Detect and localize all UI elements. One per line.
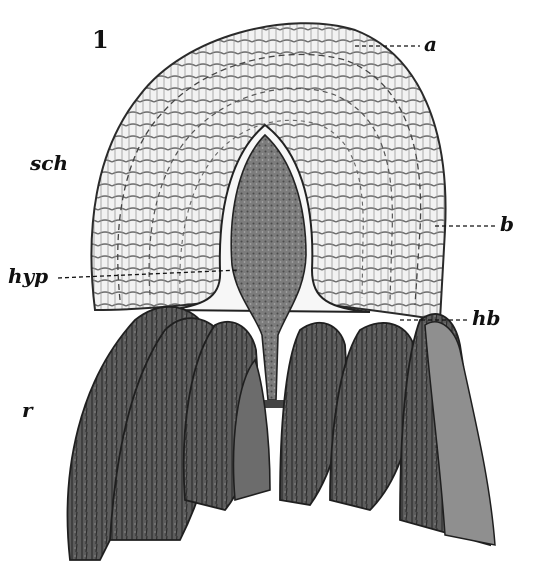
label-a: a [424,34,437,54]
lower-bracts [68,307,495,560]
label-hb: hb [472,308,501,328]
label-b: b [500,214,514,234]
label-sch: sch [30,153,68,173]
label-r: r [22,400,33,420]
figure-number: 1 [92,28,109,52]
label-hyp: hyp [8,266,48,286]
